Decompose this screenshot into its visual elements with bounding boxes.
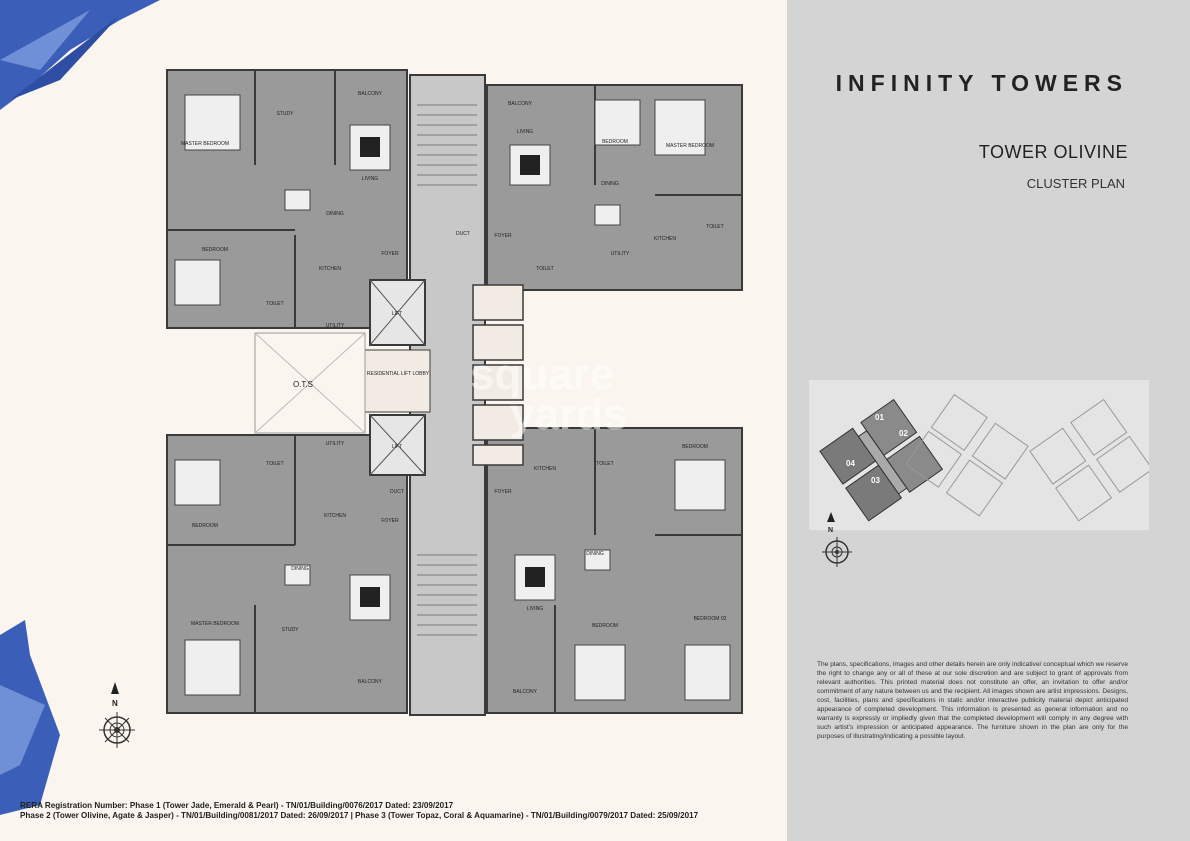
disclaimer: The plans, specifications, images and ot… — [817, 661, 1128, 740]
room-label: FOYER — [494, 489, 512, 495]
room-label: KITCHEN — [319, 266, 341, 272]
room-label: BALCONY — [513, 689, 538, 695]
key-plan-compass-icon: N — [822, 512, 852, 567]
key-unit-label: 02 — [899, 429, 908, 438]
room-label: UTILITY — [611, 251, 630, 257]
room-label: TOILET — [596, 461, 613, 467]
brush-stroke-top — [0, 0, 160, 110]
rera-line-2: Phase 2 (Tower Olivine, Agate & Jasper) … — [20, 811, 699, 820]
room-label: DINING — [326, 211, 344, 217]
room-label: MASTER BEDROOM — [666, 143, 714, 149]
room-label: KITCHEN — [324, 513, 346, 519]
room-label: STUDY — [277, 111, 295, 117]
brush-stroke-bottom — [0, 620, 60, 815]
room-label: DINING — [291, 566, 309, 572]
room-label: LIVING — [527, 606, 544, 612]
room-label: TOILET — [536, 266, 553, 272]
room-label: BEDROOM — [682, 444, 708, 450]
info-panel: INFINITY TOWERS TOWER OLIVINE CLUSTER PL… — [787, 0, 1190, 841]
room-label: MASTER BEDROOM — [191, 621, 239, 627]
rera-registration: RERA Registration Number: Phase 1 (Tower… — [20, 801, 780, 821]
floor-plan-page: MASTER BEDROOM STUDY LIVING DINING KITCH… — [0, 0, 780, 821]
rera-line-1: RERA Registration Number: Phase 1 (Tower… — [20, 801, 454, 810]
room-label: LIVING — [362, 591, 379, 597]
room-label: BEDROOM — [602, 139, 628, 145]
ots-label: O.T.S — [293, 380, 313, 389]
room-label: BEDROOM 02 — [694, 616, 727, 622]
brand-title: INFINITY TOWERS — [835, 70, 1128, 96]
room-label: TOILET — [266, 461, 283, 467]
room-label: UTILITY — [326, 323, 345, 329]
room-label: FOYER — [381, 518, 399, 524]
room-label: DINING — [601, 181, 619, 187]
room-label: DUCT — [390, 489, 404, 495]
room-label: BALCONY — [508, 101, 533, 107]
room-label: TOILET — [706, 224, 723, 230]
room-label: BALCONY — [358, 91, 383, 97]
key-unit-label: 03 — [871, 476, 880, 485]
room-label: UTILITY — [326, 441, 345, 447]
compass-icon: N — [99, 682, 135, 748]
room-label: KITCHEN — [534, 466, 556, 472]
tower-name: TOWER OLIVINE — [978, 142, 1128, 162]
room-label: LIFT — [392, 444, 402, 450]
room-label: FOYER — [381, 251, 399, 257]
room-label: MASTER BEDROOM — [181, 141, 229, 147]
room-label: KITCHEN — [654, 236, 676, 242]
svg-text:N: N — [112, 699, 118, 708]
room-label: BEDROOM — [202, 247, 228, 253]
key-unit-label: 01 — [875, 413, 884, 422]
room-label: LIFT — [392, 311, 402, 317]
plan-type: CLUSTER PLAN — [1026, 176, 1125, 191]
svg-text:N: N — [828, 527, 833, 534]
room-label: DUCT — [456, 231, 470, 237]
room-label: TOILET — [266, 301, 283, 307]
room-label: BEDROOM — [592, 623, 618, 629]
key-plan: 01 02 03 04 — [809, 380, 1149, 530]
room-label: LIVING — [362, 176, 379, 182]
room-label: BEDROOM — [192, 523, 218, 529]
room-label: FOYER — [494, 233, 512, 239]
cluster-floor-plan: MASTER BEDROOM STUDY LIVING DINING KITCH… — [166, 69, 743, 716]
key-unit-label: 04 — [846, 459, 855, 468]
room-label: RESIDENTIAL LIFT LOBBY — [367, 371, 430, 377]
room-label: DINING — [586, 551, 604, 557]
room-label: BALCONY — [358, 679, 383, 685]
room-label: STUDY — [282, 627, 300, 633]
room-label: LIVING — [517, 129, 534, 135]
